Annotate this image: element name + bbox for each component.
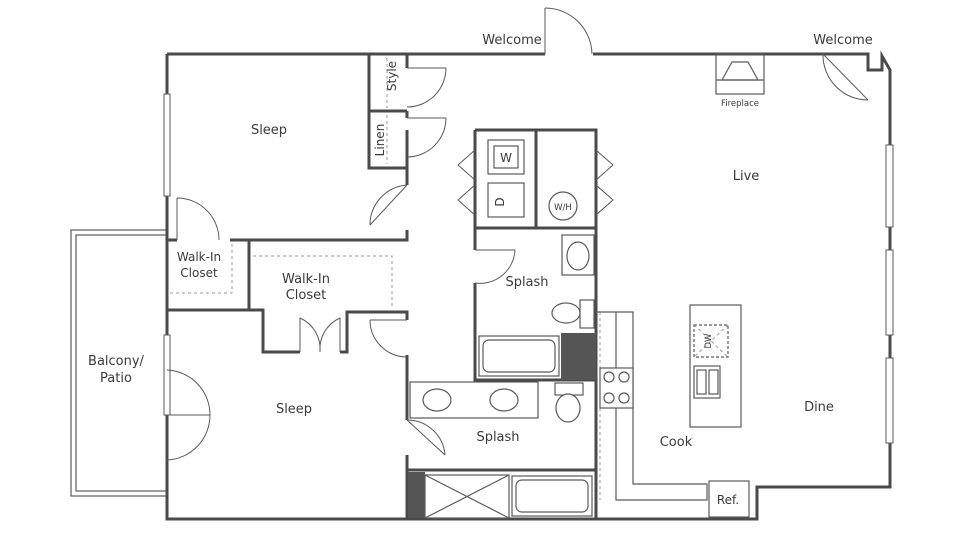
interior-doors bbox=[166, 67, 614, 461]
interior-walls bbox=[167, 54, 598, 519]
label-walkin-closet-1-line1: Walk-In bbox=[177, 250, 221, 264]
label-walkin-closet-2-line1: Walk-In bbox=[282, 272, 330, 287]
fireplace: Fireplace bbox=[715, 53, 765, 109]
water-heater-label: W/H bbox=[554, 203, 572, 213]
closet-shelves bbox=[170, 58, 601, 500]
washer-label: W bbox=[500, 151, 512, 165]
label-welcome-right: Welcome bbox=[813, 33, 872, 48]
dryer: D bbox=[487, 182, 525, 218]
label-welcome-left: Welcome bbox=[482, 33, 541, 48]
dryer-label: D bbox=[493, 197, 507, 206]
entry-door-left bbox=[544, 7, 593, 55]
label-balcony-line1: Balcony/ bbox=[88, 354, 145, 369]
label-ref: Ref. bbox=[717, 493, 739, 507]
label-walkin-closet-1-line2: Closet bbox=[180, 266, 218, 280]
label-sleep-bottom: Sleep bbox=[276, 402, 312, 417]
label-sleep-top: Sleep bbox=[251, 123, 287, 138]
label-balcony-line2: Patio bbox=[100, 371, 132, 386]
label-splash-top: Splash bbox=[505, 275, 548, 290]
label-style: Style bbox=[385, 61, 399, 91]
windows bbox=[163, 93, 894, 444]
label-live: Live bbox=[733, 169, 760, 184]
water-heater: W/H bbox=[548, 191, 578, 221]
washer: W bbox=[487, 139, 525, 175]
label-cook: Cook bbox=[660, 435, 693, 450]
label-dine: Dine bbox=[804, 400, 834, 415]
label-walkin-closet-2-line2: Closet bbox=[286, 288, 327, 303]
upper-bath-fixtures bbox=[478, 234, 596, 380]
kitchen-counters bbox=[596, 304, 750, 518]
fireplace-label: Fireplace bbox=[721, 99, 759, 109]
label-linen: Linen bbox=[373, 124, 387, 157]
outer-walls bbox=[165, 50, 892, 521]
label-splash-bottom: Splash bbox=[476, 430, 519, 445]
lower-bath-fixtures bbox=[408, 381, 593, 519]
label-dishwasher: DW bbox=[704, 333, 714, 349]
entry-door-right bbox=[822, 53, 869, 101]
